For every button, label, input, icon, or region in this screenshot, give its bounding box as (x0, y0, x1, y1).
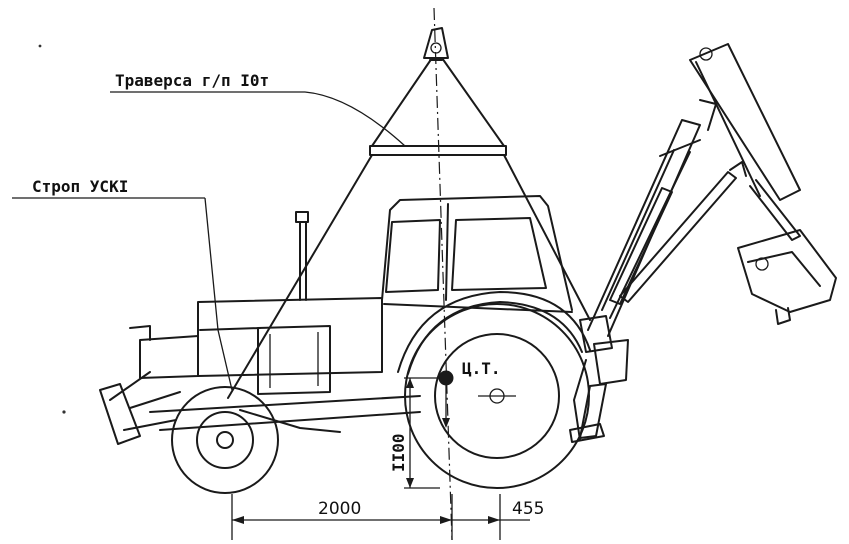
traverse-label: Траверса г/п I0т (115, 71, 269, 90)
front-grille (129, 325, 199, 379)
hook-slings (371, 57, 505, 147)
center-of-gravity-marker: Ц.Т. (438, 359, 501, 428)
traverse-label-group: Траверса г/п I0т (110, 71, 406, 147)
horizontal-dimensions: 2000 455 (231, 494, 544, 540)
rear-stabilizer (569, 315, 629, 443)
engine-hood (197, 297, 383, 395)
exhaust-pipe (295, 211, 309, 301)
chassis-frame (149, 395, 421, 433)
height-dimension-label: II00 (389, 433, 408, 472)
dimension-left-label: 2000 (318, 499, 361, 519)
front-wheel (171, 386, 279, 494)
scan-speck (62, 410, 66, 414)
rear-wheel (404, 303, 590, 489)
scan-speck (38, 44, 42, 48)
height-dimension: II00 (389, 377, 440, 489)
sling-ropes (227, 154, 591, 399)
crane-hook (423, 27, 449, 61)
dozer-blade (99, 371, 181, 445)
traverse-beam (369, 145, 507, 156)
dimension-right-label: 455 (512, 499, 544, 519)
backhoe-bucket (737, 229, 837, 325)
backhoe-boom (587, 43, 801, 337)
center-of-gravity-label: Ц.Т. (462, 359, 501, 378)
sling-label: Строп УСКI (32, 177, 128, 196)
vertical-centerline (433, 7, 453, 541)
hydraulic-cylinders (609, 161, 801, 305)
